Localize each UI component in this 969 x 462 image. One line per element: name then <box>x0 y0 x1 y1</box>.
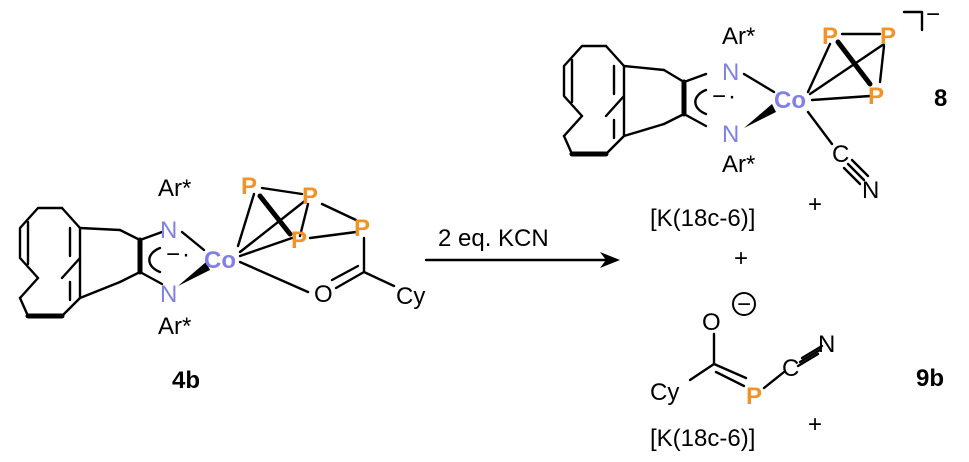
naphthalene-ring-8 <box>562 44 687 157</box>
plus-sign: + <box>734 245 748 272</box>
oxygen-atom-9b: O <box>702 309 721 336</box>
nitrogen-cyanide-9b: N <box>818 331 835 358</box>
aryl-bottom-4b: Ar* <box>158 313 191 340</box>
reagent-label: 2 eq. KCN <box>438 225 549 252</box>
delocalized-arc-8 <box>694 88 708 116</box>
phosphorus-2-8: P <box>880 23 896 50</box>
compound-8: − · N N Ar* Ar* Co C N P P P − 8 <box>562 1 947 204</box>
nitrogen-cyanide-8: N <box>862 177 879 204</box>
reaction-arrow <box>424 252 620 268</box>
counterion-top: [K(18c-6)] <box>650 205 755 232</box>
charge-circle-9b <box>732 292 756 316</box>
phosphorus-1-4b: P <box>241 173 257 200</box>
cobalt-atom-4b: Co <box>204 247 236 274</box>
delocalized-arc-4b <box>148 246 162 274</box>
nitrogen-bottom-4b: N <box>160 281 177 308</box>
compound-4b: − · N N Ar* Ar* Co P P P P O Cy 4b <box>18 173 425 394</box>
nitrogen-bottom-8: N <box>722 121 739 148</box>
phosphorus-atom-9b: P <box>746 383 762 410</box>
wedge-bond-4b <box>178 262 210 286</box>
charge-bracket-8 <box>902 10 924 32</box>
compound-label-8: 8 <box>934 85 947 112</box>
cobalt-atom-8: Co <box>774 87 806 114</box>
charge-sign-9b: − <box>737 291 751 318</box>
aryl-bottom-8: Ar* <box>722 151 755 178</box>
phosphorus-1-8: P <box>822 23 838 50</box>
minus-sign-4b: − <box>166 241 180 268</box>
charge-sign-8: − <box>926 1 940 28</box>
naphthalene-ring-4b <box>18 206 143 319</box>
carbon-cyanide-9b: C <box>782 355 799 382</box>
counterion-top-charge: + <box>808 191 822 218</box>
cyclohexyl-4b: Cy <box>396 283 425 310</box>
carbon-cyanide-8: C <box>832 141 849 168</box>
aryl-top-4b: Ar* <box>158 175 191 202</box>
compound-label-9b: 9b <box>916 365 944 392</box>
aryl-top-8: Ar* <box>722 23 755 50</box>
phosphorus-3-8: P <box>868 83 884 110</box>
counterion-bottom: [K(18c-6)] <box>650 425 755 452</box>
oxygen-atom-4b: O <box>314 281 333 308</box>
wedge-bond-8 <box>744 104 776 128</box>
cyclohexyl-9b: Cy <box>650 379 679 406</box>
nitrogen-top-8: N <box>722 59 739 86</box>
phosphorus-4-4b: P <box>354 215 370 242</box>
minus-sign-8: − <box>712 83 726 110</box>
radical-dot-4b: · <box>182 241 190 268</box>
compound-9b: O − Cy P C N 9b <box>650 291 944 410</box>
compound-label-4b: 4b <box>172 367 200 394</box>
counterion-bottom-charge: + <box>808 411 822 438</box>
phosphorus-2-4b: P <box>302 183 318 210</box>
nitrogen-top-4b: N <box>160 217 177 244</box>
radical-dot-8: · <box>728 83 736 110</box>
phosphorus-3-4b: P <box>291 227 307 254</box>
